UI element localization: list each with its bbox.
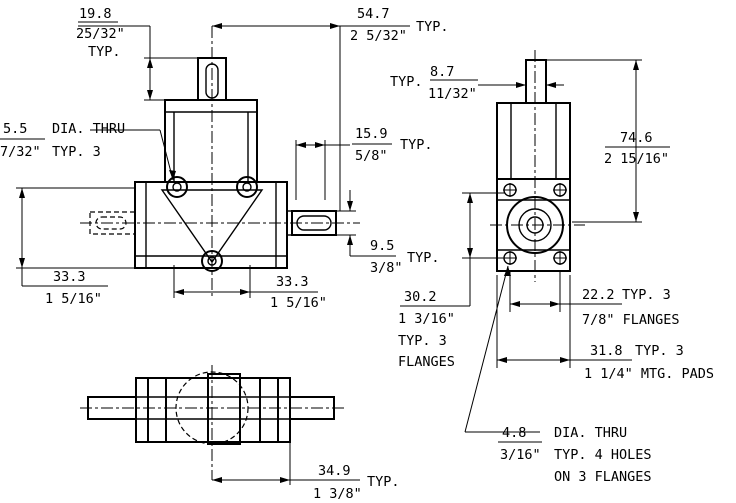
dim-33-3-left-inch: 1 5/16" (45, 291, 102, 307)
dim-54-7-note: TYP. (416, 19, 449, 35)
side-hole-br (553, 251, 567, 265)
bottom-body (135, 377, 291, 443)
dim-4-8-line1: DIA. THRU (554, 425, 627, 441)
dim-74-6-inch: 2 15/16" (604, 151, 669, 167)
dim-4-8-line3: ON 3 FLANGES (554, 469, 652, 485)
dim-30-2-note2: FLANGES (398, 354, 455, 370)
dim-34-9-inch: 1 3/8" (313, 486, 362, 502)
dim-9-5-inch: 3/8" (370, 260, 403, 276)
dim-9-5-note: TYP. (407, 250, 440, 266)
dim-33-3-left-metric: 33.3 (53, 269, 86, 285)
dim-74-6-metric: 74.6 (620, 130, 653, 146)
dim-19-8-metric: 19.8 (79, 6, 112, 22)
dim-31-8-note: TYP. 3 (635, 343, 684, 359)
side-view (490, 50, 585, 282)
side-dimensions: TYP. 8.7 11/32" 74.6 2 15/16" 30.2 1 3/1… (390, 59, 714, 485)
main-body (134, 181, 288, 269)
side-upper-housing (496, 102, 571, 180)
front-view (80, 26, 360, 296)
side-hole-bl (503, 251, 517, 265)
dim-30-2-note1: TYP. 3 (398, 333, 447, 349)
dim-54-7-inch: 2 5/32" (350, 28, 407, 44)
dim-8-7-note: TYP. (390, 74, 423, 90)
dim-30-2-metric: 30.2 (404, 289, 437, 305)
bottom-centre-block (207, 373, 241, 445)
dim-54-7-metric: 54.7 (357, 6, 390, 22)
dim-15-9-metric: 15.9 (355, 126, 388, 142)
dim-33-3-right-metric: 33.3 (276, 274, 309, 290)
dim-5-5-metric: 5.5 (3, 121, 27, 137)
side-hole-tr (553, 183, 567, 197)
dim-22-2-inch: 7/8" FLANGES (582, 312, 680, 328)
dim-5-5-note: TYP. 3 (52, 144, 101, 160)
dim-5-5-inch: 7/32" (0, 144, 41, 160)
dim-4-8-inch: 3/16" (500, 447, 541, 463)
dim-34-9-note: TYP. (367, 474, 400, 490)
dim-22-2-note: TYP. 3 (622, 287, 671, 303)
mount-hole-right (236, 176, 258, 198)
dim-8-7-metric: 8.7 (430, 64, 454, 80)
dim-30-2-inch: 1 3/16" (398, 311, 455, 327)
dim-19-8-inch: 25/32" (76, 26, 125, 42)
left-shaft-hidden (89, 211, 136, 235)
front-dimensions: 19.8 25/32" TYP. 54.7 2 5/32" TYP. 5.5 7… (0, 6, 449, 311)
dim-33-3-right-inch: 1 5/16" (270, 295, 327, 311)
dim-22-2-metric: 22.2 (582, 287, 615, 303)
dim-31-8-metric: 31.8 (590, 343, 623, 359)
dim-31-8-inch: 1 1/4" MTG. PADS (584, 366, 714, 382)
dim-5-5-label: DIA. THRU (52, 121, 125, 137)
right-shaft (291, 210, 337, 236)
dim-34-9-metric: 34.9 (318, 463, 351, 479)
dim-15-9-note: TYP. (400, 137, 433, 153)
bottom-view (80, 365, 345, 480)
side-shaft (525, 59, 547, 104)
dim-4-8-metric: 4.8 (502, 425, 526, 441)
dim-8-7-inch: 11/32" (428, 86, 477, 102)
dim-15-9-inch: 5/8" (355, 148, 388, 164)
dim-4-8-line2: TYP. 4 HOLES (554, 447, 652, 463)
mount-hole-left (166, 176, 188, 198)
dim-19-8-note: TYP. (88, 44, 121, 60)
bottom-dimensions: 34.9 1 3/8" TYP. (212, 420, 400, 502)
dim-9-5-metric: 9.5 (370, 238, 394, 254)
side-hole-tl (503, 183, 517, 197)
